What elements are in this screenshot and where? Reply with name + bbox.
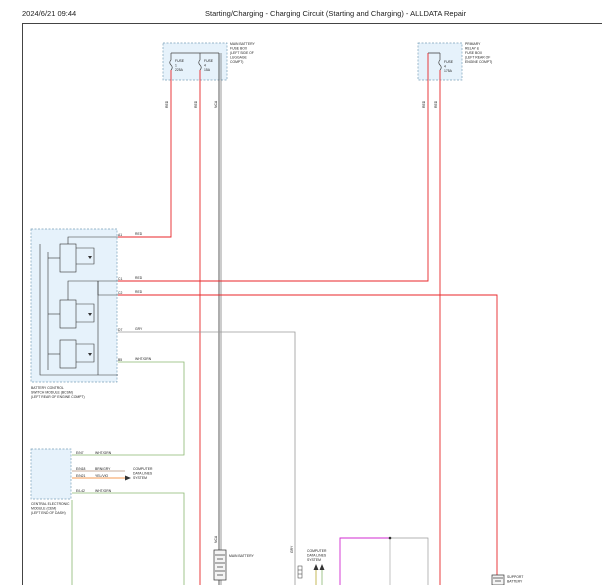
- label-red-a1: RED: [135, 232, 143, 236]
- label-nca-1: NCA: [214, 100, 218, 108]
- main-battery-symbol: [213, 549, 227, 581]
- label-red-c2: RED: [135, 290, 143, 294]
- cem-label-2: MODULE (CEM): [31, 507, 56, 511]
- main-fuse-box-label-1: MAIN BATTERY: [230, 42, 255, 46]
- wire-wht-grn-el42: [72, 492, 185, 585]
- fuse2-label-3: 15A: [204, 68, 211, 72]
- bcsm-pin-c2: C2: [118, 291, 122, 295]
- fuse1-label-1: FUSE: [175, 59, 185, 63]
- header-datetime: 2024/6/21 09:44: [22, 9, 77, 18]
- arrow-data-b: [319, 564, 325, 570]
- label-brngry: BRN/GRY: [95, 467, 111, 471]
- fuse1-label-3: 225A: [175, 68, 184, 72]
- label-gry-vert: GRY: [290, 545, 294, 553]
- fuse1-symbol: [169, 59, 173, 71]
- primary-relay-label-5: ENGINE COMPT): [465, 60, 492, 64]
- wire-red-c1: [118, 53, 429, 282]
- fuse2-symbol: [198, 59, 202, 71]
- cem-data-lines-1: COMPUTER: [133, 467, 153, 471]
- bcsm-box: [30, 228, 118, 383]
- bcsm-internal-circuit: [39, 236, 118, 376]
- label-red-4: RED: [434, 100, 438, 108]
- cem-data-lines-3: SYSTEM: [133, 476, 147, 480]
- label-red-3: RED: [422, 100, 426, 108]
- wire-gry-d7: [118, 331, 296, 585]
- support-battery-label-2: BATTERY: [507, 580, 523, 584]
- main-battery-label: MAIN BATTERY: [229, 554, 254, 558]
- diagram-sheet: [22, 23, 602, 585]
- main-fuse-box-label-2: FUSE BOX: [230, 47, 248, 51]
- support-battery-label-1: SUPPORT: [507, 575, 523, 579]
- label-red-c1: RED: [135, 276, 143, 280]
- cem-label-3: (LEFT END OF DASH): [31, 511, 66, 515]
- main-fuse-box: [162, 42, 228, 81]
- bcsm-pin-c1: C1: [118, 277, 122, 281]
- bottom-data-lines-1: COMPUTER: [307, 549, 327, 553]
- bcsm-pin-a1: A1: [118, 233, 122, 237]
- label-whtgrn-en7: WHT/GRN: [95, 451, 112, 455]
- gray-wire-component: [297, 565, 303, 579]
- bcsm-label-3: (LEFT REAR OF ENGINE COMPT): [31, 395, 85, 399]
- bcsm-diode-3: [88, 353, 92, 356]
- junction-dot: [388, 536, 392, 540]
- wire-red-a1: [118, 70, 172, 238]
- label-nca-2: NCA: [214, 535, 218, 543]
- bottom-data-lines-3: SYSTEM: [307, 558, 321, 562]
- cem-pin-en21: E/N21: [76, 474, 86, 478]
- cem-pin-el42: E/L42: [76, 489, 85, 493]
- cem-pin-en7: E/N7: [76, 451, 84, 455]
- arrow-data-a: [313, 564, 319, 570]
- primary-fuse-label-2: 4: [444, 65, 446, 69]
- primary-fuse-label-3: 175A: [444, 69, 453, 73]
- cem-box: [30, 448, 72, 500]
- primary-relay-label-4: (LEFT REAR OF: [465, 56, 490, 60]
- wire-red-c2: [118, 294, 498, 575]
- bcsm-pin-d7: D7: [118, 328, 122, 332]
- label-yelvio: YEL/VIO: [95, 474, 109, 478]
- main-fuse-box-label-4: LUGGAGE: [230, 56, 248, 60]
- fuse2-label-1: FUSE: [204, 59, 214, 63]
- wire-magenta: [339, 537, 390, 585]
- fuse1-label-2: 1: [175, 64, 177, 68]
- primary-relay-label-3: FUSE BOX: [465, 51, 483, 55]
- cem-pin-en18: E/N18: [76, 467, 86, 471]
- bcsm-pin-b5: B5: [118, 358, 122, 362]
- primary-relay-label-1: PRIMARY: [465, 42, 481, 46]
- cem-data-lines-2: DATA LINES: [133, 472, 153, 476]
- label-whtgrn-b5: WHT/GRN: [135, 357, 152, 361]
- label-gry-d7: GRY: [135, 327, 143, 331]
- bcsm-diode-1: [88, 256, 92, 259]
- bcsm-label-2: SWITCH MODULE (BCSM): [31, 391, 73, 395]
- wire-wht-grn-b5: [72, 361, 185, 456]
- fuse2-label-2: 4: [204, 64, 206, 68]
- cem-label-1: CENTRAL ELECTRONIC: [31, 502, 70, 506]
- main-fuse-box-label-5: COMPT): [230, 60, 243, 64]
- bcsm-diode-2: [88, 313, 92, 316]
- label-whtgrn-el42: WHT/GRN: [95, 489, 112, 493]
- wire-gray-box: [390, 537, 429, 585]
- primary-relay-label-2: RELAY &: [465, 47, 480, 51]
- main-fuse-box-label-3: (LEFT SIDE OF: [230, 51, 254, 55]
- bottom-data-lines-2: DATA LINES: [307, 554, 327, 558]
- support-battery-symbol: [491, 574, 505, 585]
- bcsm-label-1: BATTERY CONTROL: [31, 386, 64, 390]
- label-red-1: RED: [165, 100, 169, 108]
- primary-fuse-symbol: [438, 59, 442, 71]
- label-red-2: RED: [194, 100, 198, 108]
- arrow-yel-vio: [125, 475, 131, 481]
- primary-fuse-label-1: FUSE: [444, 60, 454, 64]
- header-title: Starting/Charging - Charging Circuit (St…: [205, 9, 467, 18]
